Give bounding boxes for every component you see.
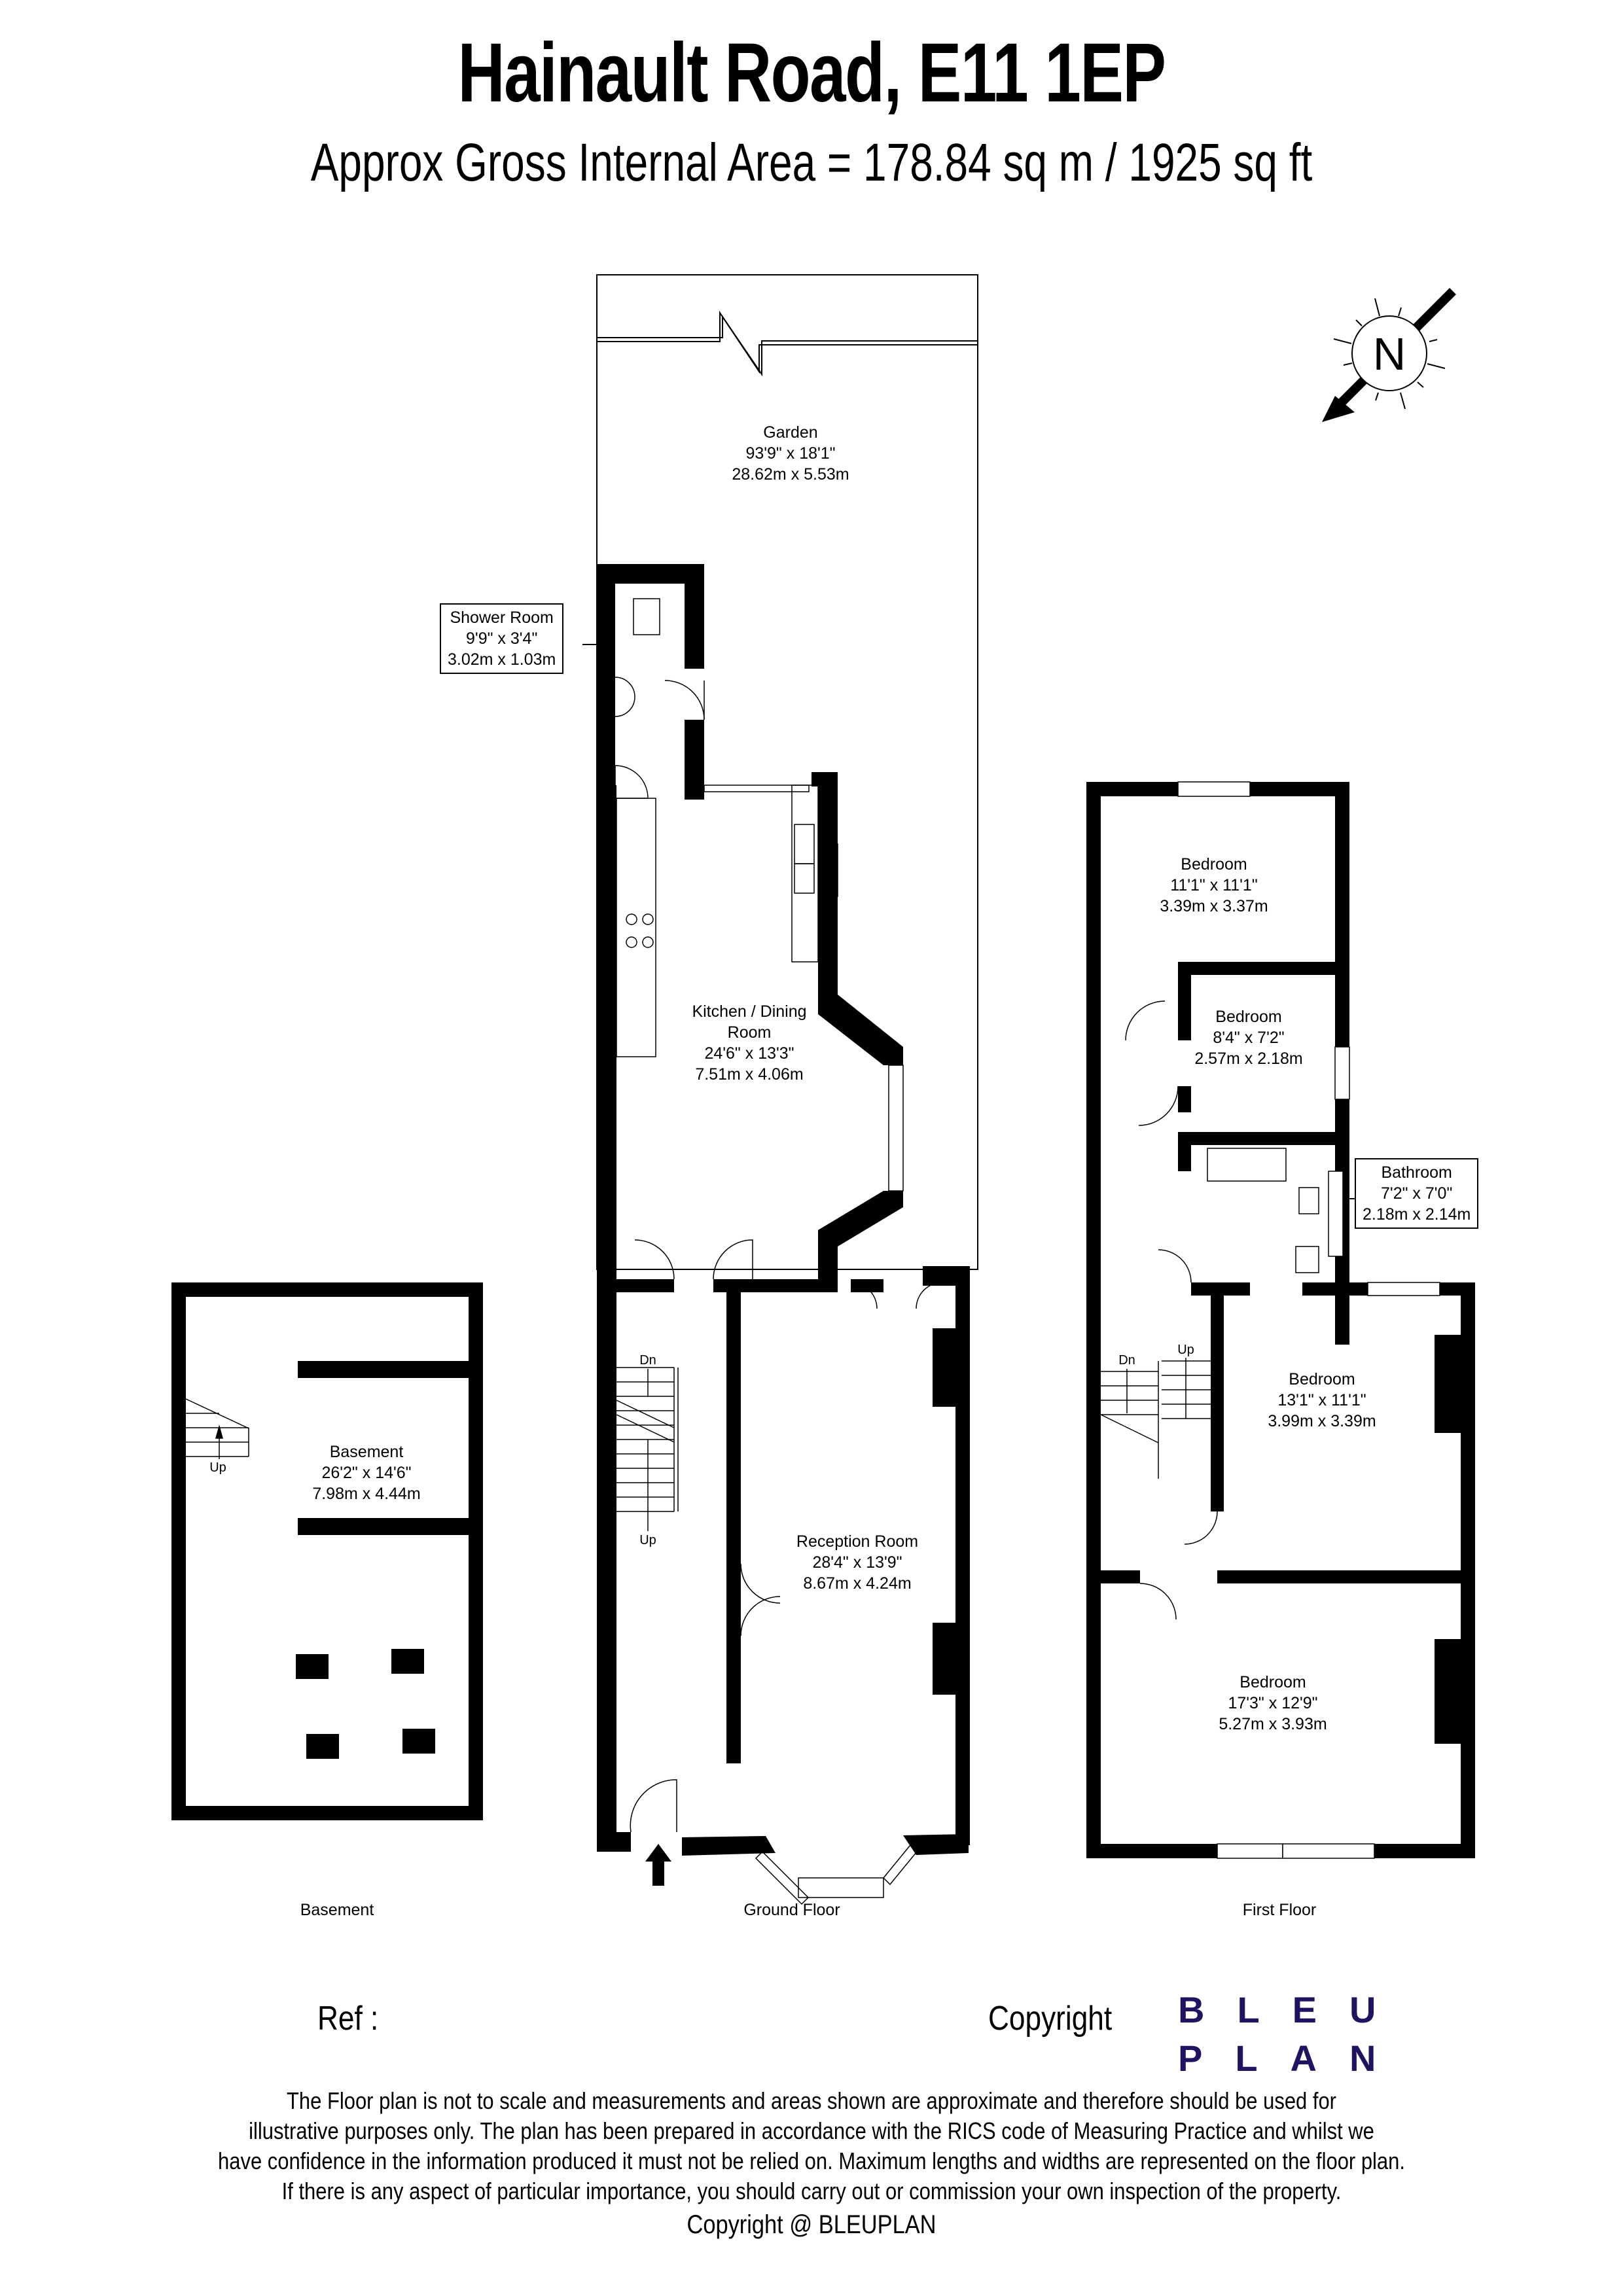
first-stairs-down-label: Dn (1118, 1353, 1135, 1368)
room-imperial-size: 17'3" x 12'9" (1228, 1694, 1318, 1712)
room-name: Shower Room (450, 609, 554, 627)
room-label-shower-room: Shower Room 9'9" x 3'4" 3.02m x 1.03m (440, 603, 564, 674)
room-metric-size: 5.27m x 3.93m (1219, 1715, 1327, 1733)
room-imperial-size: 7'2" x 7'0" (1381, 1184, 1453, 1203)
room-metric-size: 8.67m x 4.24m (803, 1574, 912, 1593)
room-label-kitchen-dining: Kitchen / Dining Room 24'6" x 13'3" 7.51… (692, 1001, 806, 1085)
disclaimer-line: illustrative purposes only. The plan has… (249, 2117, 1374, 2144)
logo-line-1: BLEU (1178, 1989, 1409, 2030)
ground-stairs-up-label: Up (639, 1533, 656, 1547)
basement-walls (171, 1282, 483, 1820)
room-imperial-size: 24'6" x 13'3" (704, 1044, 794, 1063)
room-imperial-size: 28'4" x 13'9" (812, 1553, 902, 1572)
copyright-footer: Copyright @ BLEUPLAN (687, 2210, 936, 2239)
room-label-basement: Basement 26'2" x 14'6" 7.98m x 4.44m (312, 1441, 420, 1504)
logo-line-2: PLAN (1178, 2038, 1409, 2079)
property-address-title: Hainault Road, E11 1EP (457, 26, 1166, 120)
room-name: Bedroom (1181, 855, 1247, 874)
room-label-bedroom-4: Bedroom 17'3" x 12'9" 5.27m x 3.93m (1219, 1672, 1327, 1735)
room-metric-size: 3.02m x 1.03m (448, 650, 556, 669)
room-metric-size: 3.99m x 3.39m (1268, 1412, 1376, 1430)
first-floor-fixtures (1100, 781, 1440, 1859)
reference-label: Ref : (317, 2000, 379, 2038)
room-metric-size: 2.57m x 2.18m (1194, 1050, 1303, 1068)
room-metric-size: 7.51m x 4.06m (695, 1065, 804, 1084)
room-metric-size: 7.98m x 4.44m (312, 1485, 421, 1503)
disclaimer-text: The Floor plan is not to scale and measu… (0, 2086, 1623, 2206)
room-label-bedroom-1: Bedroom 11'1" x 11'1" 3.39m x 3.37m (1160, 854, 1268, 917)
room-imperial-size: 26'2" x 14'6" (321, 1464, 412, 1482)
room-label-reception-room: Reception Room 28'4" x 13'9" 8.67m x 4.2… (796, 1531, 918, 1594)
svg-text:N: N (1373, 328, 1406, 380)
room-name: Bedroom (1289, 1370, 1355, 1388)
ground-floor-fixtures (615, 598, 943, 1905)
room-metric-size: 2.18m x 2.14m (1363, 1205, 1471, 1224)
ground-stairs-down-label: Dn (639, 1353, 656, 1368)
ground-floor-walls (597, 564, 970, 1856)
floor-label-first: First Floor (1242, 1901, 1317, 1919)
basement-stairs (185, 1398, 249, 1459)
room-metric-size: 3.39m x 3.37m (1160, 897, 1268, 915)
bleuplan-logo: BLEU PLAN (1178, 1986, 1408, 2083)
basement-stairs-up-label: Up (209, 1460, 226, 1475)
room-name: Bedroom (1215, 1008, 1282, 1026)
room-name: Kitchen / Dining (692, 1002, 807, 1021)
disclaimer-line: have confidence in the information produ… (218, 2147, 1405, 2174)
room-imperial-size: 8'4" x 7'2" (1213, 1029, 1285, 1047)
copyright-label: Copyright (988, 2000, 1113, 2038)
entrance-arrow-icon (645, 1844, 671, 1886)
room-name: Reception Room (796, 1532, 919, 1551)
room-name: Garden (763, 423, 818, 442)
room-label-garden: Garden 93'9" x 18'1" 28.62m x 5.53m (732, 422, 849, 485)
room-imperial-size: 11'1" x 11'1" (1170, 876, 1258, 894)
room-name-line2: Room (727, 1023, 772, 1042)
room-label-bathroom: Bathroom 7'2" x 7'0" 2.18m x 2.14m (1355, 1158, 1479, 1229)
floor-label-basement: Basement (300, 1901, 374, 1919)
room-name: Bedroom (1240, 1673, 1306, 1691)
disclaimer-line: The Floor plan is not to scale and measu… (287, 2087, 1336, 2114)
room-label-bedroom-2: Bedroom 8'4" x 7'2" 2.57m x 2.18m (1194, 1006, 1302, 1069)
room-imperial-size: 13'1" x 11'1" (1277, 1391, 1366, 1409)
room-name: Bathroom (1381, 1163, 1452, 1182)
room-label-bedroom-3: Bedroom 13'1" x 11'1" 3.99m x 3.39m (1268, 1369, 1376, 1432)
disclaimer-line: If there is any aspect of particular imp… (281, 2178, 1342, 2204)
room-metric-size: 28.62m x 5.53m (732, 465, 849, 484)
gross-internal-area: Approx Gross Internal Area = 178.84 sq m… (310, 133, 1313, 192)
first-stairs-up-label: Up (1177, 1343, 1194, 1357)
room-name: Basement (329, 1443, 404, 1461)
floor-label-ground: Ground Floor (743, 1901, 840, 1919)
north-arrow-icon: N (1322, 288, 1456, 422)
room-imperial-size: 9'9" x 3'4" (466, 629, 538, 648)
room-imperial-size: 93'9" x 18'1" (745, 444, 836, 463)
